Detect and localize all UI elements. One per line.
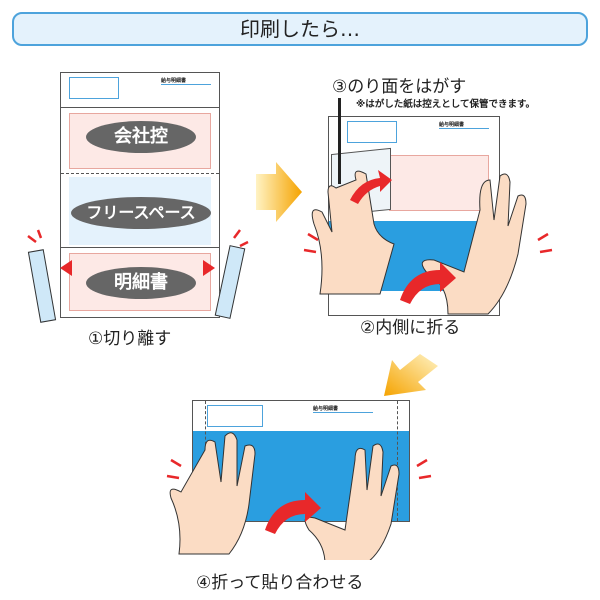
- divider: [61, 107, 219, 108]
- address-box: [207, 405, 263, 427]
- tear-arrows-icon: [27, 229, 249, 276]
- company-copy-label: 会社控: [86, 121, 196, 153]
- step2-label: ②内側に折る: [360, 318, 461, 338]
- title-banner: 印刷したら…: [12, 12, 588, 46]
- perforation: [61, 173, 219, 174]
- statement-table: [389, 155, 489, 211]
- doc-header: 給与明細書: [161, 77, 211, 85]
- pointer-line: [338, 98, 341, 184]
- divider: [61, 247, 219, 248]
- flow-arrow-down-left-icon: [384, 354, 438, 396]
- step1-document: 給与明細書 会社控 フリースペース 明細書: [60, 72, 220, 318]
- flow-arrow-right-icon: [256, 162, 302, 222]
- step3-note: ※はがした紙は控えとして保管できます。: [356, 99, 536, 110]
- free-space-label: フリースペース: [71, 197, 211, 229]
- hands-icon: [303, 170, 553, 315]
- doc-header: 給与明細書: [313, 405, 373, 413]
- step4-label: ④折って貼り合わせる: [196, 573, 364, 593]
- statement-label: 明細書: [86, 267, 196, 299]
- doc-header: 給与明細書: [439, 121, 489, 129]
- address-box: [69, 77, 119, 99]
- title-text: 印刷したら…: [240, 17, 360, 41]
- perforation: [397, 401, 398, 521]
- address-box: [347, 121, 397, 143]
- hands-icon: [166, 432, 432, 560]
- step1-label: ①切り離す: [88, 329, 172, 349]
- step3-label: ③のり面をはがす: [332, 77, 467, 97]
